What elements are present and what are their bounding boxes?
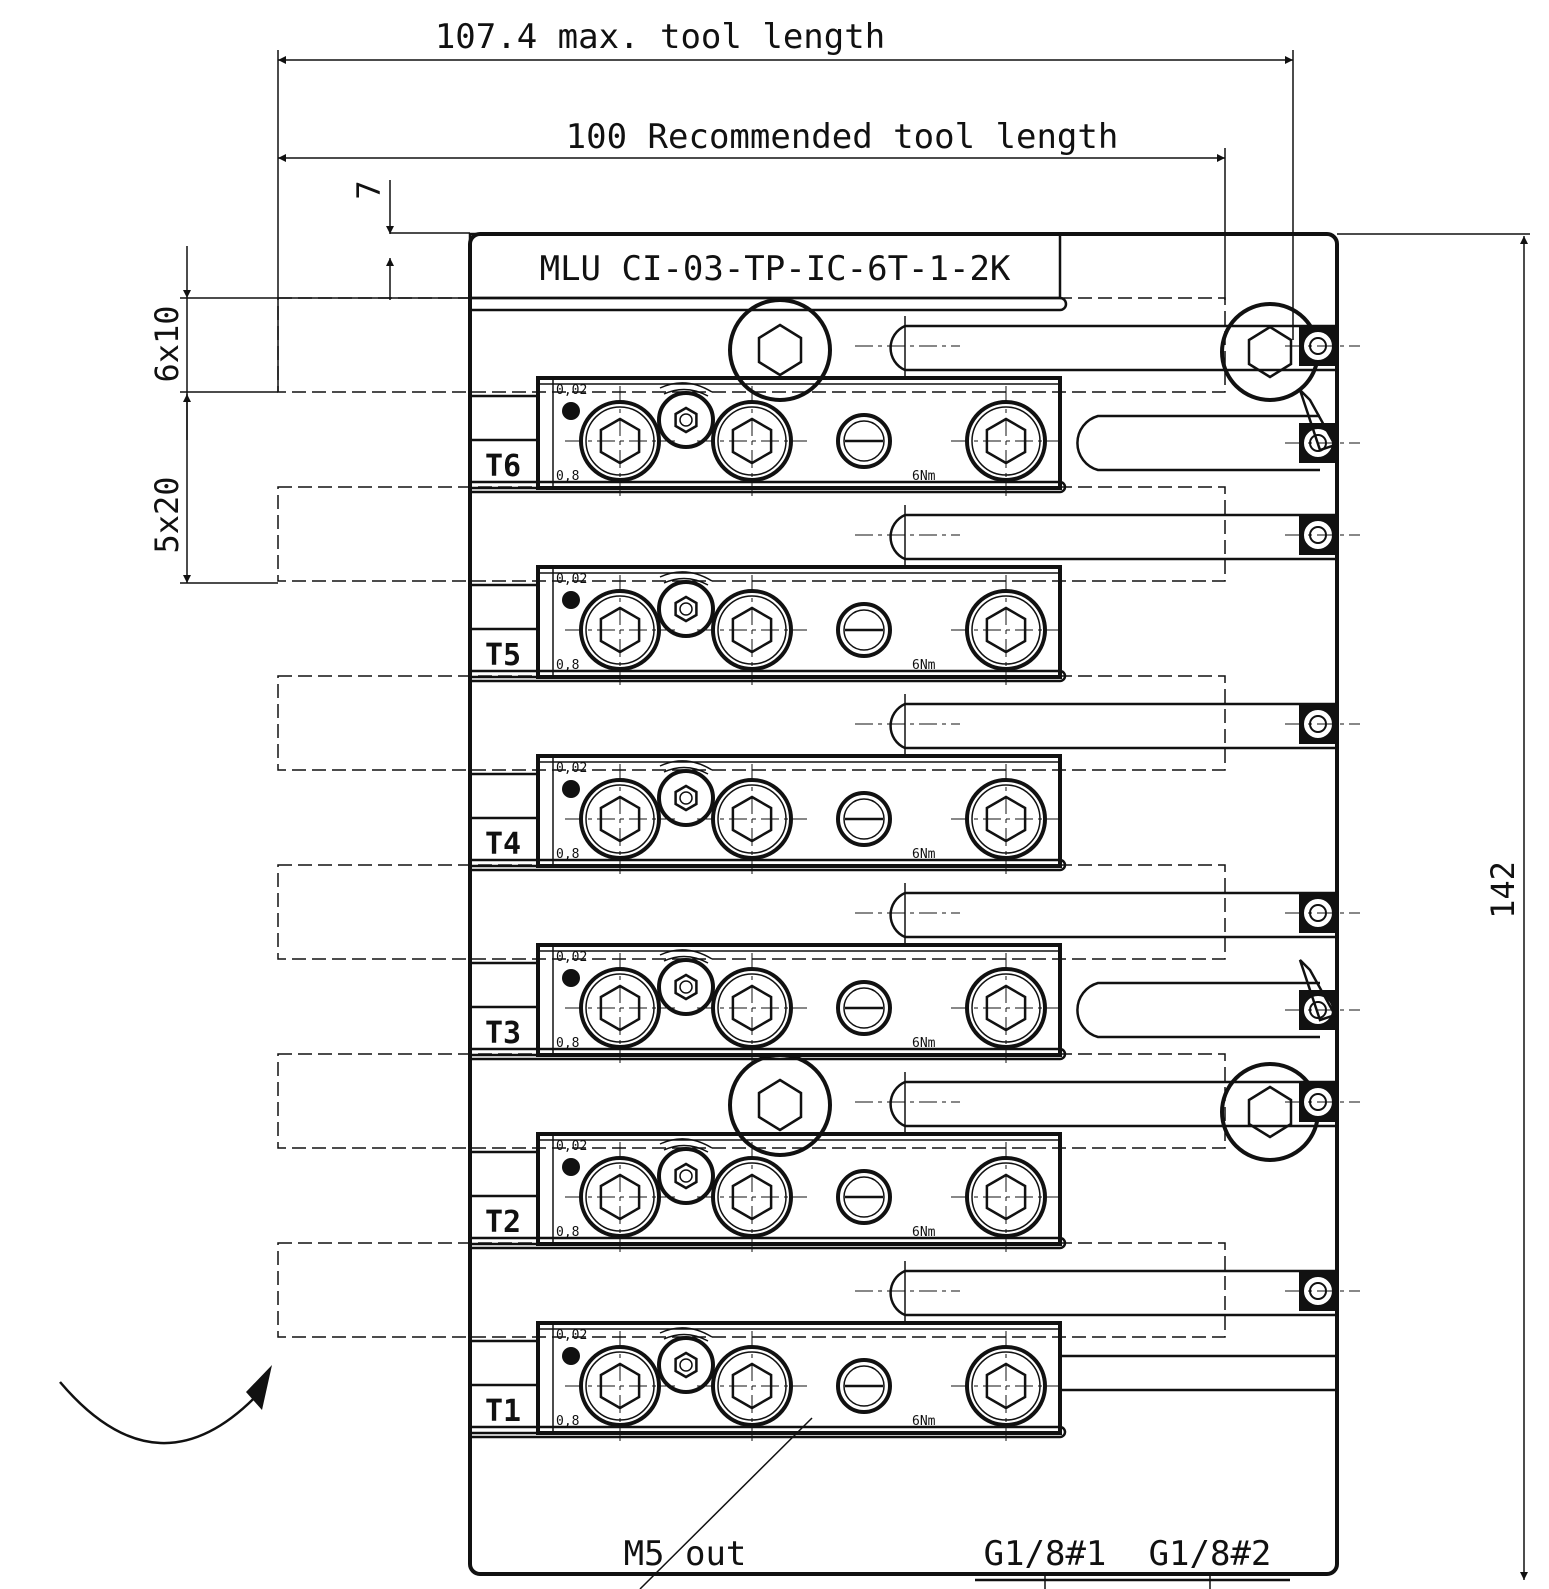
torque-engraving: 6Nm (912, 1414, 936, 1429)
dimension-recommended-tool-length: 100 Recommended tool length (278, 117, 1226, 300)
coolant-nozzle-icon (836, 413, 892, 469)
dimension-max-tool-length: 107.4 max. tool length (277, 17, 1294, 392)
torque-engraving: 6Nm (912, 469, 936, 484)
hex-screw-icon (565, 575, 675, 685)
recommended-tool-length-label: 100 Recommended tool length (566, 117, 1119, 157)
height-label: 142 (1484, 861, 1522, 919)
tool-position-label: T5 (485, 638, 521, 673)
coolant-nozzle-icon (836, 791, 892, 847)
hex-screw-icon (697, 953, 807, 1063)
coolant-nozzle-icon (836, 980, 892, 1036)
clamp-screw-icon (657, 1138, 715, 1205)
torque-engraving: 6Nm (912, 1036, 936, 1051)
pitch-bottom-label: 5x20 (148, 476, 186, 553)
hex-screw-icon (951, 1142, 1061, 1252)
engraving-bottom: 0,8 (556, 1414, 579, 1429)
port-labels: M5 out G1/8#1 G1/8#2 (624, 1534, 1290, 1589)
clamp-screw-icon (657, 571, 715, 638)
clamp-screw-icon (657, 382, 715, 449)
coolant-nozzle-icon (836, 1358, 892, 1414)
port-m5-label: M5 out (624, 1534, 747, 1574)
coolant-nozzle-icon (836, 602, 892, 658)
engraving-top: 0,02 (556, 1139, 587, 1154)
title-plate-text: MLU CI-03-TP-IC-6T-1-2K (540, 249, 1011, 289)
hex-screw-icon (565, 1331, 675, 1441)
tool-block: T4 0,02 0,8 6Nm (468, 754, 1062, 874)
hex-screw-icon (951, 1331, 1061, 1441)
engraving-bottom: 0,8 (556, 1036, 579, 1051)
torque-engraving: 6Nm (912, 1225, 936, 1240)
max-tool-length-label: 107.4 max. tool length (435, 17, 885, 57)
engraving-top: 0,02 (556, 950, 587, 965)
dimension-offset: 7 (350, 180, 470, 300)
dimension-pitch: 6x10 5x20 (148, 246, 470, 584)
coolant-channel (855, 505, 1360, 565)
engraving-bottom: 0,8 (556, 1225, 579, 1240)
mount-screw-top (728, 298, 1320, 402)
hex-screw-icon (697, 386, 807, 496)
m5-leader-line (639, 1417, 813, 1589)
engraving-bottom: 0,8 (556, 847, 579, 862)
clamp-screw-icon (657, 949, 715, 1016)
clamp-screw-icon (657, 760, 715, 827)
coolant-channel (855, 1261, 1360, 1321)
wedge-icon (1298, 389, 1337, 452)
hex-screw-icon (951, 953, 1061, 1063)
tool-position-label: T6 (485, 449, 521, 484)
tool-position-label: T2 (485, 1205, 521, 1240)
hex-screw-icon (565, 953, 675, 1063)
coolant-channel (855, 694, 1360, 754)
engraving-top: 0,02 (556, 761, 587, 776)
wedge-icon (1298, 959, 1337, 1022)
tool-block: T3 0,02 0,8 6Nm (468, 943, 1062, 1063)
hex-screw-icon (565, 764, 675, 874)
engraving-bottom: 0,8 (556, 658, 579, 673)
engraving-top: 0,02 (556, 383, 587, 398)
tool-position-label: T1 (485, 1394, 521, 1429)
coolant-channel (855, 1072, 1360, 1132)
clamp-screw-icon (657, 1327, 715, 1394)
coolant-nozzle-icon (836, 1169, 892, 1225)
hex-screw-icon (951, 386, 1061, 496)
engraving-top: 0,02 (556, 1328, 587, 1343)
coolant-channel (855, 883, 1360, 943)
torque-engraving: 6Nm (912, 658, 936, 673)
hex-screw-icon (951, 575, 1061, 685)
tool-block: T6 0,02 0,8 6Nm (468, 376, 1062, 496)
hex-screw-icon (565, 386, 675, 496)
tool-position-label: T4 (485, 827, 521, 862)
tool-block: T1 0,02 0,8 6Nm (468, 1321, 1337, 1441)
hex-screw-icon (697, 575, 807, 685)
pitch-top-label: 6x10 (148, 305, 186, 382)
rotation-arrow-icon (59, 1365, 272, 1445)
hex-screw-icon (565, 1142, 675, 1252)
title-plate: MLU CI-03-TP-IC-6T-1-2K (468, 232, 1062, 300)
torque-engraving: 6Nm (912, 847, 936, 862)
hex-screw-icon (697, 1142, 807, 1252)
offset-label: 7 (350, 180, 388, 199)
tool-envelope (277, 297, 1226, 393)
hex-screw-icon (697, 764, 807, 874)
tool-block: T5 0,02 0,8 6Nm (468, 565, 1062, 685)
tool-block: T2 0,02 0,8 6Nm (468, 1132, 1062, 1252)
hex-screw-icon (951, 764, 1061, 874)
coolant-channel (855, 316, 1360, 376)
dimension-height: 142 (1337, 233, 1530, 1580)
tool-position-label: T3 (485, 1016, 521, 1051)
port-g1-label: G1/8#1 (984, 1534, 1107, 1574)
port-g2-label: G1/8#2 (1149, 1534, 1272, 1574)
hex-screw-icon (697, 1331, 807, 1441)
mount-screw-bottom (728, 1053, 1320, 1162)
engraving-top: 0,02 (556, 572, 587, 587)
engraving-bottom: 0,8 (556, 469, 579, 484)
